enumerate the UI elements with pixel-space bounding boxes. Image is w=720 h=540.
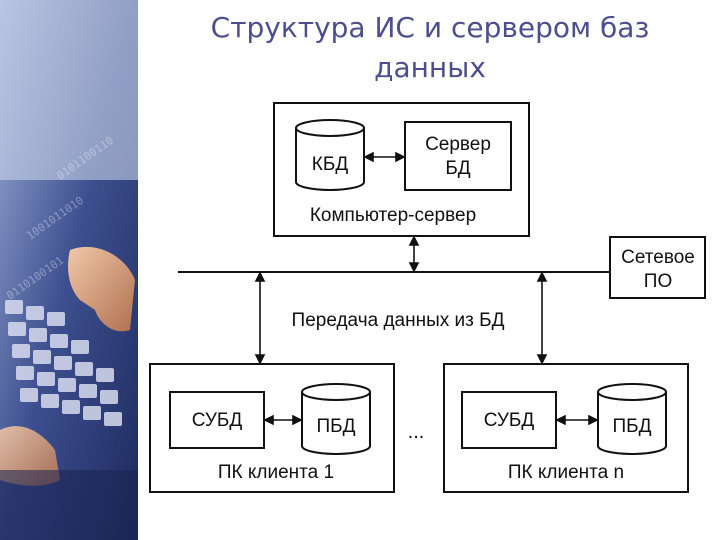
client-n-dbms-label: СУБД — [484, 410, 535, 431]
db-server-label-line-2: БД — [445, 158, 470, 179]
kbd-label: КБД — [312, 154, 349, 175]
client-1-db-cylinder — [301, 383, 371, 455]
ellipsis-label: ... — [408, 421, 425, 443]
kbd-database-cylinder — [295, 119, 365, 191]
client-1-db-label: ПБД — [317, 416, 356, 437]
arrow-client-n-dbms-db — [555, 414, 599, 426]
arrow-bus-client-1 — [254, 271, 266, 365]
db-server-box — [404, 121, 512, 191]
transfer-label: Передача данных из БД — [292, 310, 505, 331]
client-1-dbms-label: СУБД — [192, 410, 243, 431]
page-title: Структура ИС и сервером баз данных — [150, 8, 710, 88]
client-n-label: ПК клиента n — [508, 462, 624, 483]
client-n-db-label: ПБД — [613, 416, 652, 437]
arrow-client-1-dbms-db — [263, 414, 303, 426]
db-server-label-line-1: Сервер — [425, 134, 491, 155]
client-1-label: ПК клиента 1 — [218, 462, 334, 483]
network-software-box — [609, 236, 706, 299]
server-computer-label: Компьютер-сервер — [310, 205, 476, 226]
client-n-db-cylinder — [597, 383, 667, 455]
arrow-bus-client-n — [536, 271, 548, 365]
title-line-1: Структура ИС и сервером баз — [210, 11, 650, 44]
arrow-kbd-server — [363, 151, 406, 163]
sidebar-photo: 0101100110 1001011010 0110100101 — [0, 0, 138, 540]
arrow-server-bus — [408, 235, 420, 273]
client-n-dbms-box — [461, 391, 557, 449]
client-1-dbms-box — [169, 391, 265, 449]
network-software-label-line-1: Сетевое — [621, 247, 695, 268]
keyboard-photo: 0101100110 1001011010 0110100101 — [0, 0, 138, 540]
title-line-2: данных — [374, 51, 486, 84]
network-software-label-line-2: ПО — [644, 271, 672, 292]
